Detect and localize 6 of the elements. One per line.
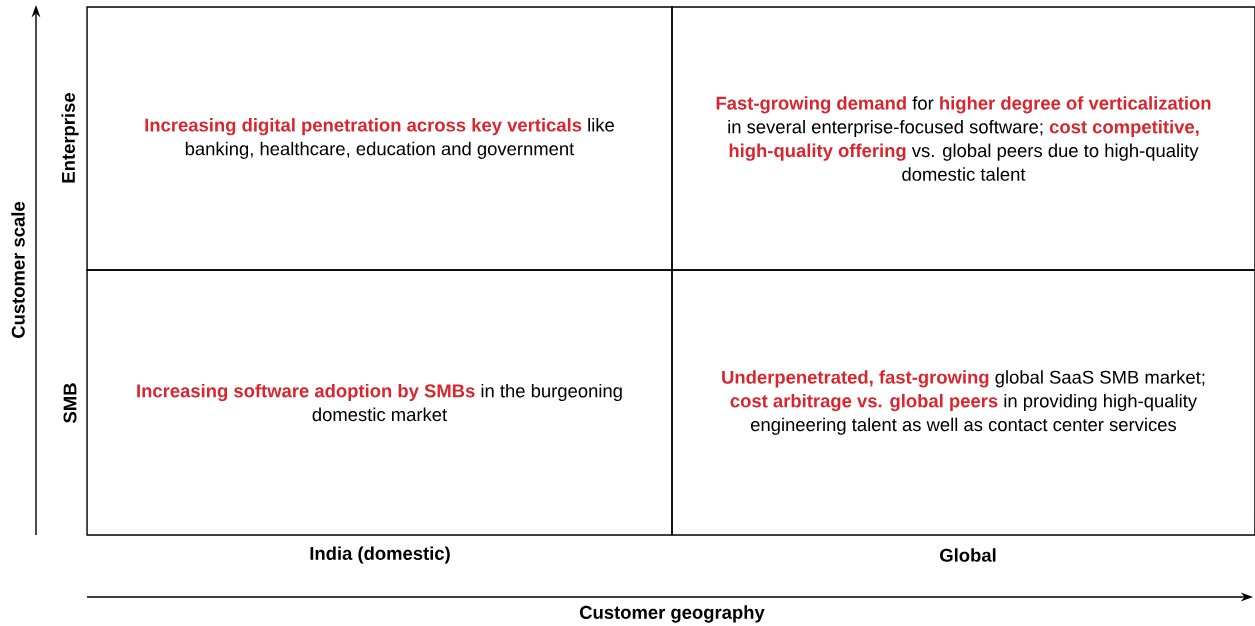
quadrant-cell: Increasing software adoption by SMBs in the burgeoning domestic market [86,269,673,536]
axis-title: Customer geography [580,605,765,623]
quadrant-cell: Fast-growing demand for higher degree of verticalization in several enterprise-focused software; cost competitive, high-quality offering vs. global peers due to high-quality domestic talent [671,6,1255,271]
quadrant-cell: Increasing digital penetration across key verticals like banking, healthcare, education and government [86,6,673,271]
axis-title: Customer scale [11,202,25,338]
quadrant-cell: Underpenetrated, fast-growing global SaaS SMB market; cost arbitrage vs. global peers in providing high-quality engineering talent as well as contact center services [671,269,1255,536]
